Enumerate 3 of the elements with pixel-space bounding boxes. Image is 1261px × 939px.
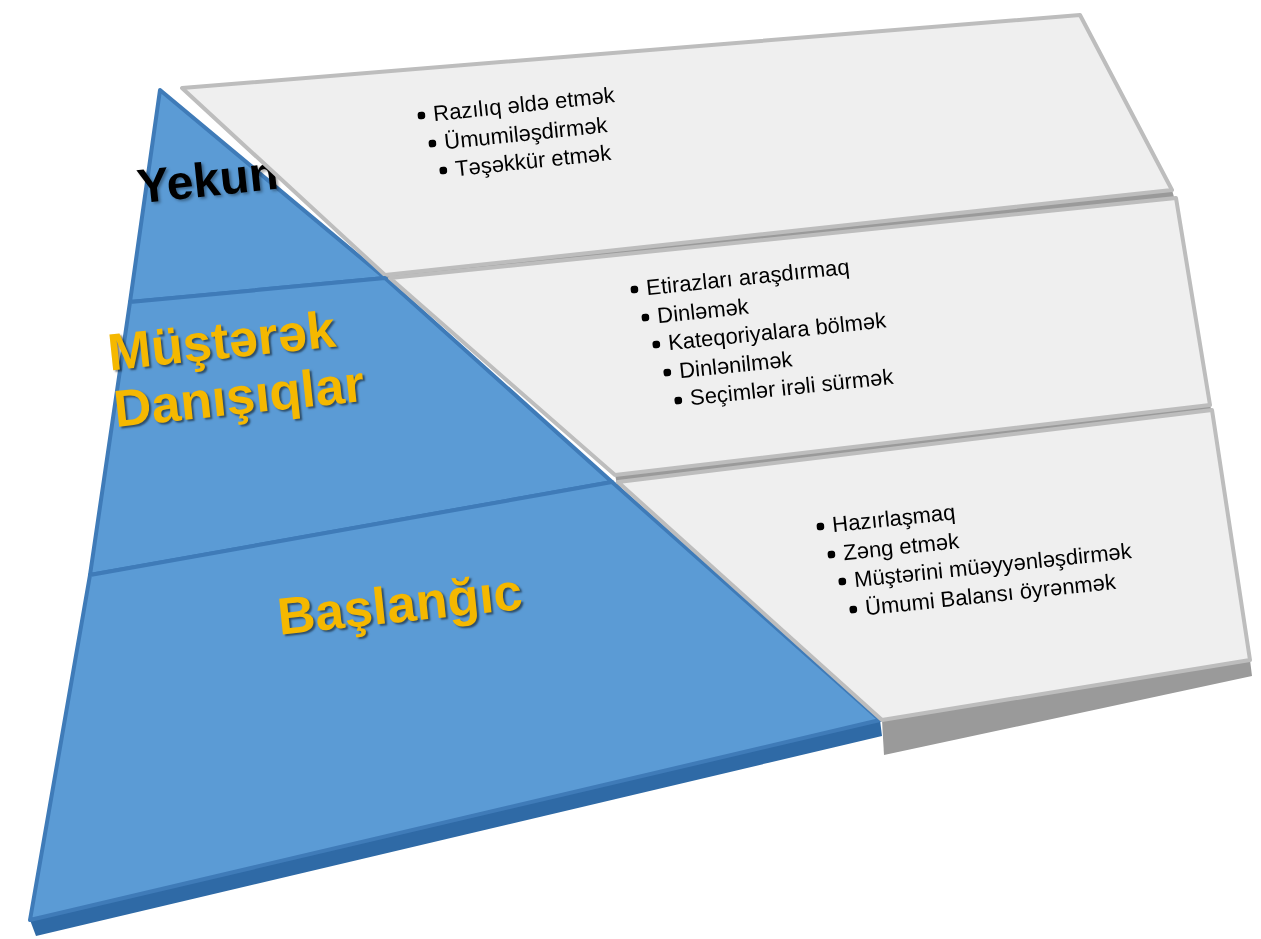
tier-title: Başlanğıc [274, 563, 526, 647]
tier-title: Müştərək Danışıqlar [105, 298, 368, 439]
tier-title: Yekun [135, 148, 281, 212]
